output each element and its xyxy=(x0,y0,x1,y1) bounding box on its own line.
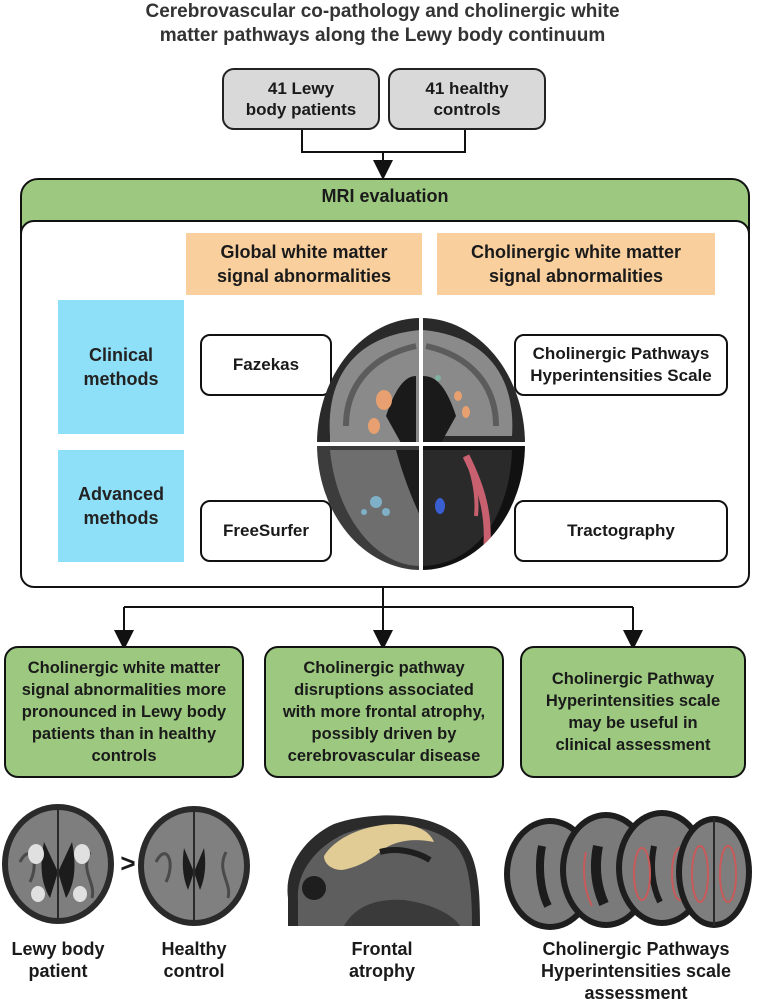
finding-1-line-3: pronounced in Lewy body xyxy=(21,703,227,721)
tractography-box: Tractography xyxy=(514,500,728,562)
finding-1-line-4: patients than in healthy xyxy=(31,725,217,743)
controls-group-box: 41 healthy controls xyxy=(388,68,546,130)
chips-assessment-image xyxy=(504,810,752,930)
patients-group-box: 41 Lewy body patients xyxy=(222,68,380,130)
finding-3-line-1: Cholinergic Pathway xyxy=(551,670,715,688)
fazekas-box: Fazekas xyxy=(200,334,332,396)
finding-2-line-4: possibly driven by xyxy=(311,725,457,743)
finding-box-1: Cholinergic white matter signal abnormal… xyxy=(4,646,244,778)
global-wm-header: Global white matter signal abnormalities xyxy=(186,233,422,295)
mri-evaluation-label: MRI evaluation xyxy=(321,186,449,206)
finding-3-line-4: clinical assessment xyxy=(555,736,711,754)
frontal-caption-line-2: atrophy xyxy=(348,961,415,981)
fazekas-label: Fazekas xyxy=(232,355,300,374)
chips-caption-line-1: Cholinergic Pathways xyxy=(542,939,730,959)
finding-1-line-1: Cholinergic white matter xyxy=(27,659,221,677)
chips-assessment-caption: Cholinergic Pathways Hyperintensities sc… xyxy=(518,938,754,1004)
finding-box-3: Cholinergic Pathway Hyperintensities sca… xyxy=(520,646,746,778)
advanced-line-2: methods xyxy=(83,508,159,528)
advanced-methods-label: Advanced methods xyxy=(58,450,184,562)
controls-line-2: controls xyxy=(433,100,501,119)
clinical-methods-label: Clinical methods xyxy=(58,300,184,434)
finding-2-line-2: disruptions associated xyxy=(294,681,474,699)
chips-line-2: Hyperintensities Scale xyxy=(530,366,712,385)
finding-2-line-1: Cholinergic pathway xyxy=(303,659,465,677)
diagram-title: Cerebrovascular co-pathology and choline… xyxy=(0,0,765,48)
global-wm-line-2: signal abnormalities xyxy=(216,266,392,286)
frontal-atrophy-image xyxy=(284,808,480,926)
healthy-caption-line-2: control xyxy=(163,961,225,981)
frontal-caption-line-1: Frontal xyxy=(351,939,413,959)
finding-1-line-2: signal abnormalities more xyxy=(21,681,227,699)
finding-box-2: Cholinergic pathway disruptions associat… xyxy=(264,646,504,778)
controls-line-1: 41 healthy xyxy=(425,79,509,98)
finding-3-line-3: may be useful in xyxy=(568,714,698,732)
greater-than-symbol: > xyxy=(120,848,136,878)
tractography-label: Tractography xyxy=(567,521,675,540)
lewy-caption-line-2: patient xyxy=(28,961,88,981)
patients-line-2: body patients xyxy=(245,100,357,119)
chips-line-1: Cholinergic Pathways xyxy=(532,344,710,363)
healthy-control-caption: Healthy control xyxy=(136,938,252,982)
cholinergic-wm-line-2: signal abnormalities xyxy=(488,266,664,286)
chips-box: Cholinergic Pathways Hyperintensities Sc… xyxy=(514,334,728,396)
frontal-atrophy-caption: Frontal atrophy xyxy=(322,938,442,982)
clinical-line-1: Clinical xyxy=(88,345,153,365)
clinical-line-2: methods xyxy=(83,369,159,389)
finding-2-line-3: with more frontal atrophy, xyxy=(282,703,486,721)
lewy-vs-healthy-brains xyxy=(2,804,250,926)
global-wm-line-1: Global white matter xyxy=(220,242,388,262)
cholinergic-wm-line-1: Cholinergic white matter xyxy=(470,242,682,262)
lewy-body-caption: Lewy body patient xyxy=(0,938,116,982)
finding-1-line-5: controls xyxy=(91,747,157,765)
finding-3-line-2: Hyperintensities scale xyxy=(545,692,721,710)
lewy-caption-line-1: Lewy body xyxy=(11,939,105,959)
advanced-line-1: Advanced xyxy=(77,484,165,504)
finding-2-line-5: cerebrovascular disease xyxy=(287,747,481,765)
brain-quadrant-image xyxy=(316,316,526,572)
chips-caption-line-3: assessment xyxy=(584,983,688,1003)
freesurfer-box: FreeSurfer xyxy=(200,500,332,562)
cholinergic-wm-header: Cholinergic white matter signal abnormal… xyxy=(437,233,715,295)
patients-line-1: 41 Lewy xyxy=(267,79,335,98)
chips-caption-line-2: Hyperintensities scale xyxy=(540,961,732,981)
title-line-1: Cerebrovascular co-pathology and choline… xyxy=(145,1,620,22)
freesurfer-label: FreeSurfer xyxy=(223,521,309,540)
title-line-2: matter pathways along the Lewy body cont… xyxy=(159,25,606,46)
healthy-caption-line-1: Healthy xyxy=(161,939,227,959)
